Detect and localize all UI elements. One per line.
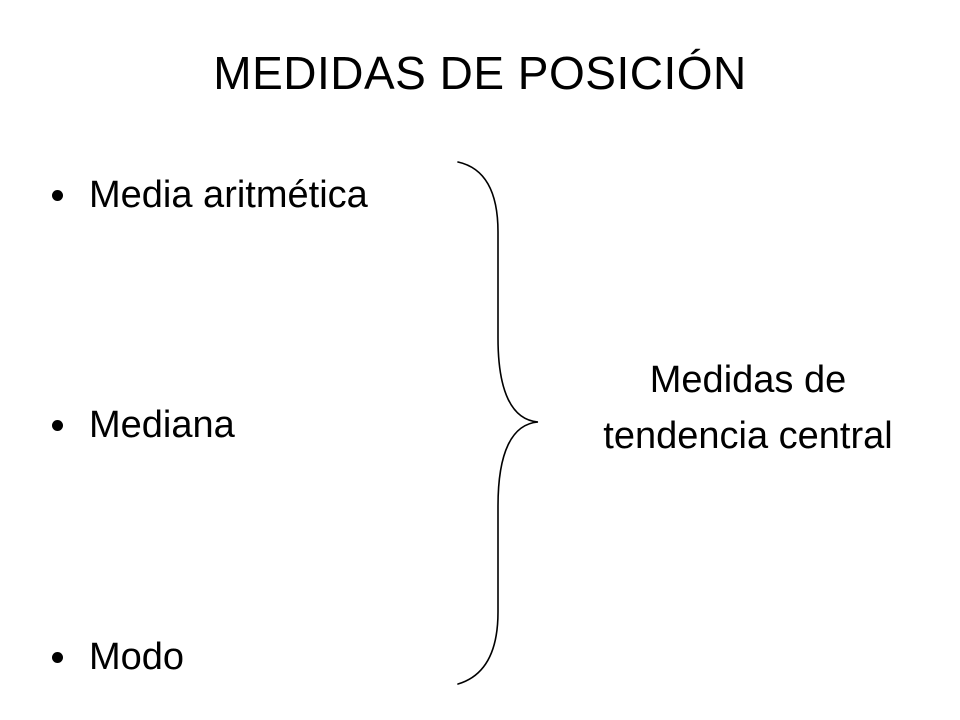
bullet-item-modo: Modo	[52, 632, 184, 682]
bullet-label: Modo	[89, 636, 185, 678]
group-label-line-2: tendencia central	[603, 415, 893, 457]
brace-path	[457, 161, 539, 685]
bullet-item-mediana: Mediana	[52, 400, 235, 450]
group-label-line-1: Medidas de	[649, 359, 847, 401]
bullet-label: Mediana	[89, 404, 235, 446]
bullet-item-media-aritmetica: Media aritmética	[52, 170, 368, 220]
slide-title: MEDIDAS DE POSICIÓN	[213, 47, 747, 99]
bullet-dot-icon	[52, 651, 63, 663]
group-label-medidas-tendencia-central: Medidas de tendencia central	[548, 352, 948, 464]
bullet-label: Media aritmética	[89, 174, 368, 216]
bullet-dot-icon	[52, 419, 63, 431]
bullet-dot-icon	[52, 189, 63, 201]
